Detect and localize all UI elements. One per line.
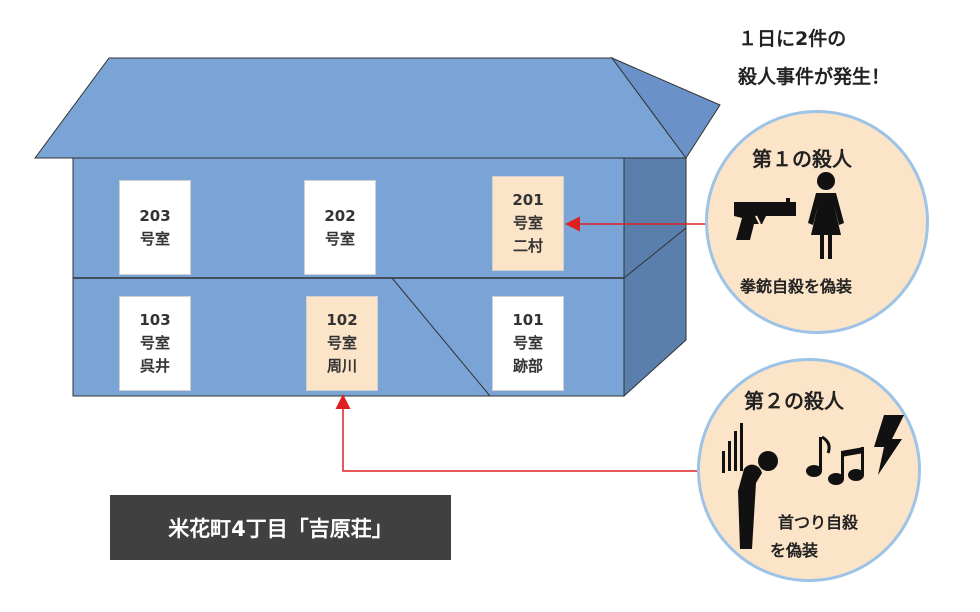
room-101: 101 号室 跡部 xyxy=(492,296,564,391)
lightning-icon xyxy=(874,415,904,475)
room-102: 102 号室 周川 xyxy=(306,296,378,391)
murder2-desc-line2: を偽装 xyxy=(770,541,819,560)
murder1-circle: 第１の殺人 拳銃自殺を偽装 xyxy=(705,110,929,334)
building-side xyxy=(623,157,687,398)
room-number: 203 xyxy=(139,206,171,225)
room-tenant: 呉井 xyxy=(139,357,170,375)
room-suffix: 号室 xyxy=(139,229,170,248)
room-suffix: 号室 xyxy=(324,229,355,248)
murder2-title: 第２の殺人 xyxy=(744,389,844,413)
building-name-text: 米花町4丁目「吉原荘」 xyxy=(168,516,393,541)
headline-line1: １日に2件の xyxy=(738,28,847,50)
pistol-icon xyxy=(734,198,796,240)
woman-icon xyxy=(808,172,844,259)
murder2-desc-line1: 首つり自殺 xyxy=(778,513,859,532)
roof-side xyxy=(610,56,721,159)
headline-line2: 殺人事件が発生！ xyxy=(738,66,891,88)
room-number: 101 xyxy=(512,311,544,329)
building-name-label: 米花町4丁目「吉原荘」 xyxy=(110,495,451,560)
room-tenant: 二村 xyxy=(512,237,543,255)
room-tenant: 跡部 xyxy=(512,357,543,375)
stair-line xyxy=(391,277,491,397)
murder1-title: 第１の殺人 xyxy=(752,147,852,171)
room-203: 203 号室 xyxy=(119,180,191,275)
side-line xyxy=(623,227,687,279)
hanging-person-icon xyxy=(722,423,778,549)
room-number: 202 xyxy=(324,206,356,225)
headline: １日に2件の 殺人事件が発生！ xyxy=(738,20,890,96)
room-number: 201 xyxy=(512,191,544,209)
roof xyxy=(34,57,687,159)
room-suffix: 号室 xyxy=(512,334,543,352)
room-suffix: 号室 xyxy=(512,214,543,232)
room-suffix: 号室 xyxy=(326,334,357,352)
music-notes-icon xyxy=(806,435,864,485)
murder1-description: 拳銃自殺を偽装 xyxy=(740,277,853,296)
room-201: 201 号室 二村 xyxy=(492,176,564,271)
room-tenant: 周川 xyxy=(326,357,357,375)
room-suffix: 号室 xyxy=(139,334,170,352)
arrow-to-102 xyxy=(335,394,698,472)
room-103: 103 号室 呉井 xyxy=(119,296,191,391)
murder2-description: 首つり自殺 を偽装 xyxy=(770,509,859,565)
murder2-circle: 第２の殺人 首つり自殺 を偽装 xyxy=(697,358,921,582)
room-202: 202 号室 xyxy=(304,180,376,275)
room-number: 102 xyxy=(326,311,358,329)
room-number: 103 xyxy=(139,311,171,329)
